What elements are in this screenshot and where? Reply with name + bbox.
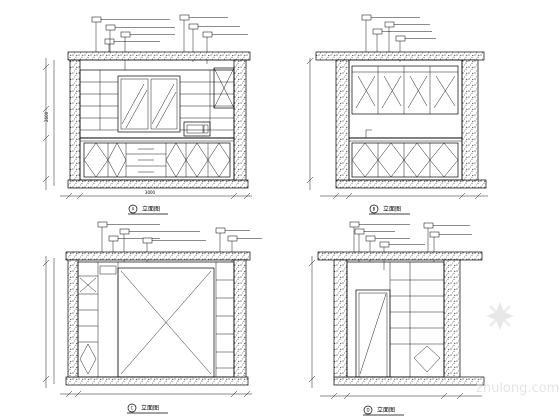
elevation-c-number: C xyxy=(131,406,134,411)
svg-text:2600: 2600 xyxy=(44,111,49,122)
watermark: zhulong.com xyxy=(476,302,559,396)
elevation-d: D 立面图 xyxy=(308,221,485,416)
elevation-a-number: A xyxy=(132,207,135,212)
elevation-b-number: B xyxy=(373,207,376,212)
elevation-b-title: 立面图 xyxy=(383,205,401,213)
elevation-b: B 立面图 xyxy=(306,14,488,215)
elevation-c-title: 立面图 xyxy=(141,404,159,412)
annotation-leaders-a xyxy=(91,14,248,70)
svg-text:3000: 3000 xyxy=(145,190,156,195)
elevation-c: C 立面图 xyxy=(42,221,262,414)
elevation-d-number: D xyxy=(366,408,369,413)
annotation-leaders-c xyxy=(97,221,262,262)
zhulong-logo-icon xyxy=(486,302,514,330)
elevation-a: 2600 3000 A 立面图 xyxy=(42,14,252,215)
annotation-leaders-b xyxy=(361,14,436,62)
elevation-a-title: 立面图 xyxy=(142,205,160,213)
elevation-d-title: 立面图 xyxy=(377,406,395,414)
watermark-text: zhulong.com xyxy=(476,381,559,396)
